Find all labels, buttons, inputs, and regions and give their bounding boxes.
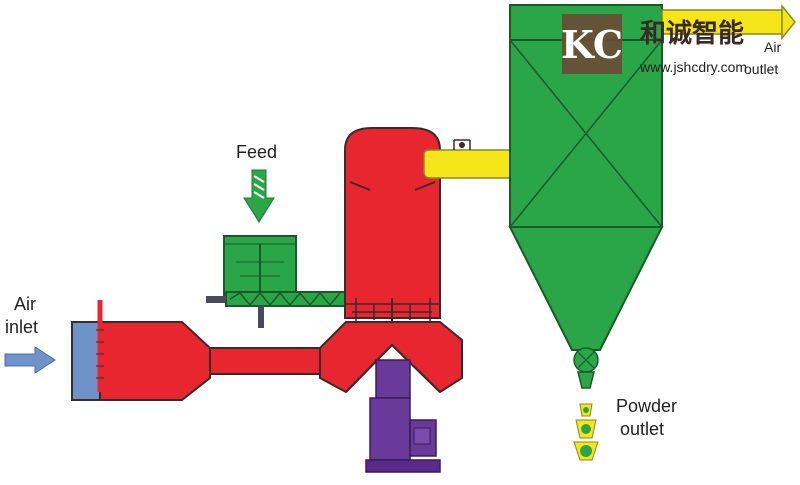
company-name-watermark: 和诚智能 bbox=[640, 18, 744, 49]
air-inlet-arrow-icon bbox=[4, 346, 56, 374]
air-outlet-label-line1: Air bbox=[764, 39, 781, 55]
damper-icon bbox=[459, 142, 465, 148]
drying-chamber bbox=[319, 127, 463, 394]
exhaust-duct bbox=[661, 3, 796, 41]
agitator-motor bbox=[365, 359, 441, 473]
powder-drops-icon bbox=[573, 403, 599, 461]
logo-letters: KC bbox=[561, 22, 623, 67]
powder-outlet-label-line1: Powder bbox=[616, 396, 677, 416]
feed-hopper bbox=[206, 235, 349, 328]
website-watermark: www.jshcdry.com bbox=[639, 59, 747, 75]
company-logo: KC bbox=[561, 14, 623, 74]
hot-air-duct bbox=[209, 347, 321, 375]
feeder-shaft bbox=[206, 296, 226, 303]
inlet-filter-panel bbox=[71, 321, 101, 401]
air-inlet-label-line2: inlet bbox=[5, 317, 38, 337]
powder-outlet-label-line2: outlet bbox=[620, 419, 664, 439]
feed-label: Feed bbox=[236, 142, 277, 162]
air-outlet-label-line2: outlet bbox=[744, 61, 778, 77]
air-heater bbox=[71, 300, 321, 401]
feed-arrow-icon bbox=[243, 169, 275, 223]
chamber-base-cone bbox=[319, 321, 463, 394]
air-inlet-label-line1: Air bbox=[14, 294, 36, 314]
